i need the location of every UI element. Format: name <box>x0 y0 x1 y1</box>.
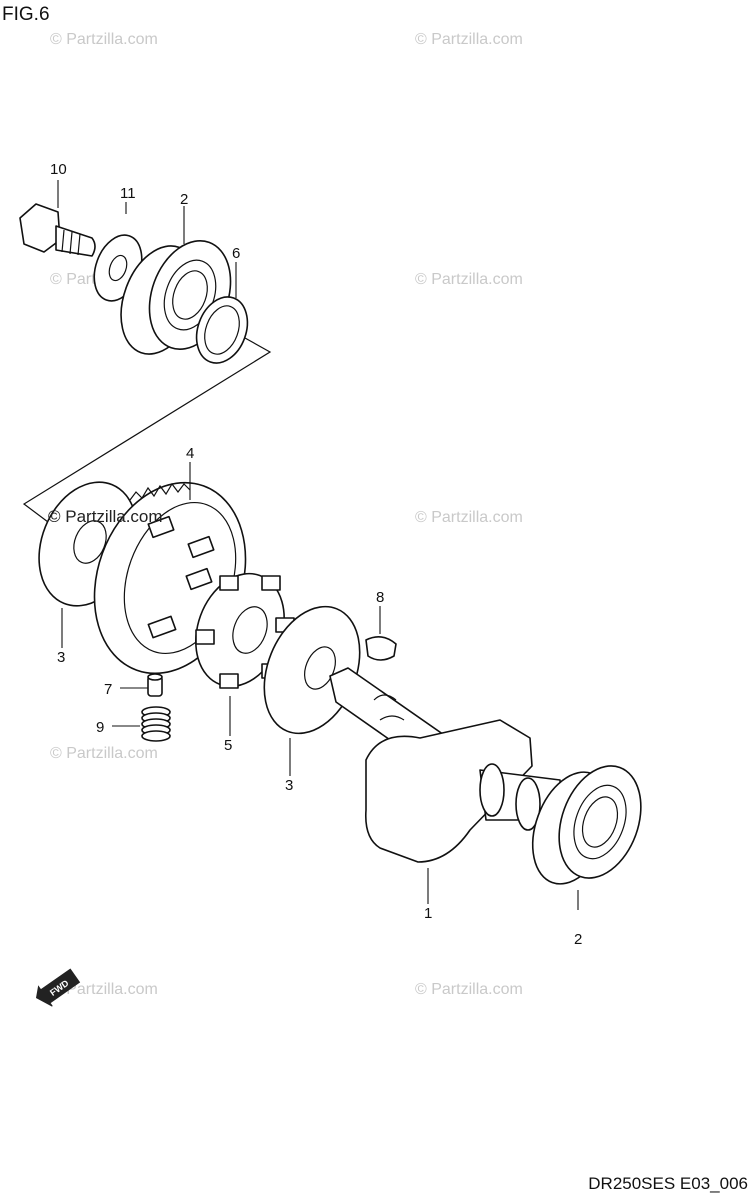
document-code: DR250SES E03_006 <box>588 1174 748 1193</box>
callout-labels: 10 11 2 6 4 3 8 7 9 5 3 1 2 <box>50 161 582 948</box>
leader-lines <box>57 180 579 910</box>
fwd-badge: FWD <box>35 968 81 1007</box>
callout-label: 3 <box>57 649 65 666</box>
part-6-ring <box>195 296 249 364</box>
callout-label: 2 <box>574 931 582 948</box>
figure-title: FIG.6 <box>2 4 50 25</box>
part-1-shaft <box>329 667 563 863</box>
callout-label: 4 <box>186 445 194 462</box>
callout-label: 2 <box>180 191 188 208</box>
watermark: © Partzilla.com <box>50 745 158 762</box>
watermark: © Partzilla.com <box>415 981 523 998</box>
watermark: © Partzilla.com <box>415 509 523 526</box>
callout-label: 5 <box>224 737 232 754</box>
part-8-key <box>365 636 397 661</box>
callout-label: 8 <box>376 589 384 606</box>
callout-label: 9 <box>96 719 104 736</box>
watermark: © Partzilla.com <box>415 271 523 288</box>
assembly-outline <box>22 337 272 523</box>
part-2-bearing-lower <box>531 765 642 885</box>
callout-label: 7 <box>104 681 112 698</box>
part-7-pin <box>147 673 163 697</box>
watermark: © Partzilla.com <box>415 31 523 48</box>
callout-label: 3 <box>285 777 293 794</box>
callout-label: 10 <box>50 161 67 178</box>
callout-label: 11 <box>120 185 136 202</box>
watermark: © Partzilla.com <box>50 31 158 48</box>
watermark-dark: © Partzilla.com <box>48 507 163 526</box>
part-10-bolt <box>19 203 96 257</box>
part-9-spring <box>141 706 171 742</box>
watermark: © Partzilla.com <box>50 981 158 998</box>
callout-label: 6 <box>232 245 240 262</box>
callout-label: 1 <box>424 905 432 922</box>
